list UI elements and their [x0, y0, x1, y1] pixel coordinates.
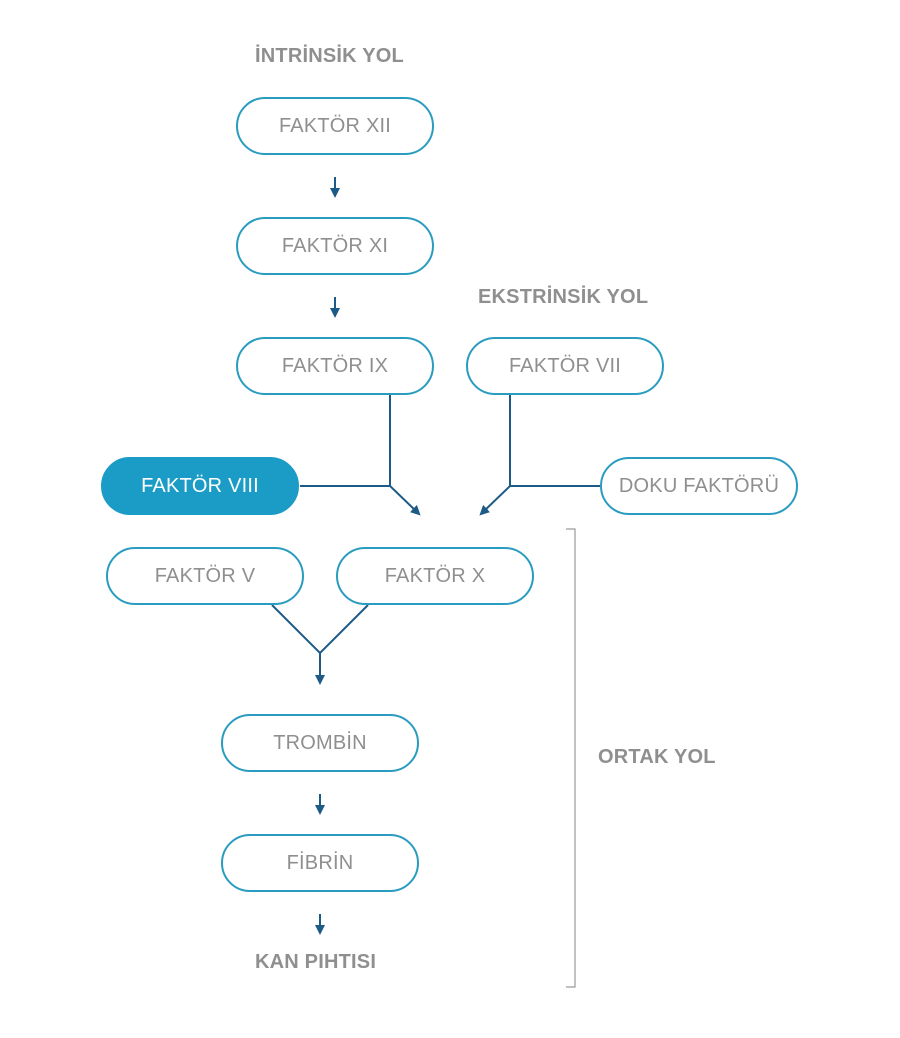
intrinsic-pathway-heading: İNTRİNSİK YOL	[255, 45, 404, 67]
factor-v-node: FAKTÖR V	[106, 547, 304, 605]
common-pathway-bracket	[566, 528, 576, 988]
blood-clot-label: KAN PIHTISI	[255, 951, 377, 973]
factor-xi-node: FAKTÖR XI	[236, 217, 434, 275]
factor-ix-node: FAKTÖR IX	[236, 337, 434, 395]
connector-v-x-merge	[271, 604, 369, 655]
common-pathway-heading: ORTAK YOL	[598, 746, 716, 768]
extrinsic-pathway-heading: EKSTRİNSİK YOL	[478, 286, 649, 308]
tissue-factor-node: DOKU FAKTÖRÜ	[600, 457, 798, 515]
connector-vii-to-x	[479, 395, 511, 516]
thrombin-node: TROMBİN	[221, 714, 419, 772]
factor-xii-node: FAKTÖR XII	[236, 97, 434, 155]
factor-viii-node: FAKTÖR VIII	[101, 457, 299, 515]
factor-vii-node: FAKTÖR VII	[466, 337, 664, 395]
fibrin-node: FİBRİN	[221, 834, 419, 892]
factor-x-node: FAKTÖR X	[336, 547, 534, 605]
connector-ix-to-x	[389, 395, 421, 516]
